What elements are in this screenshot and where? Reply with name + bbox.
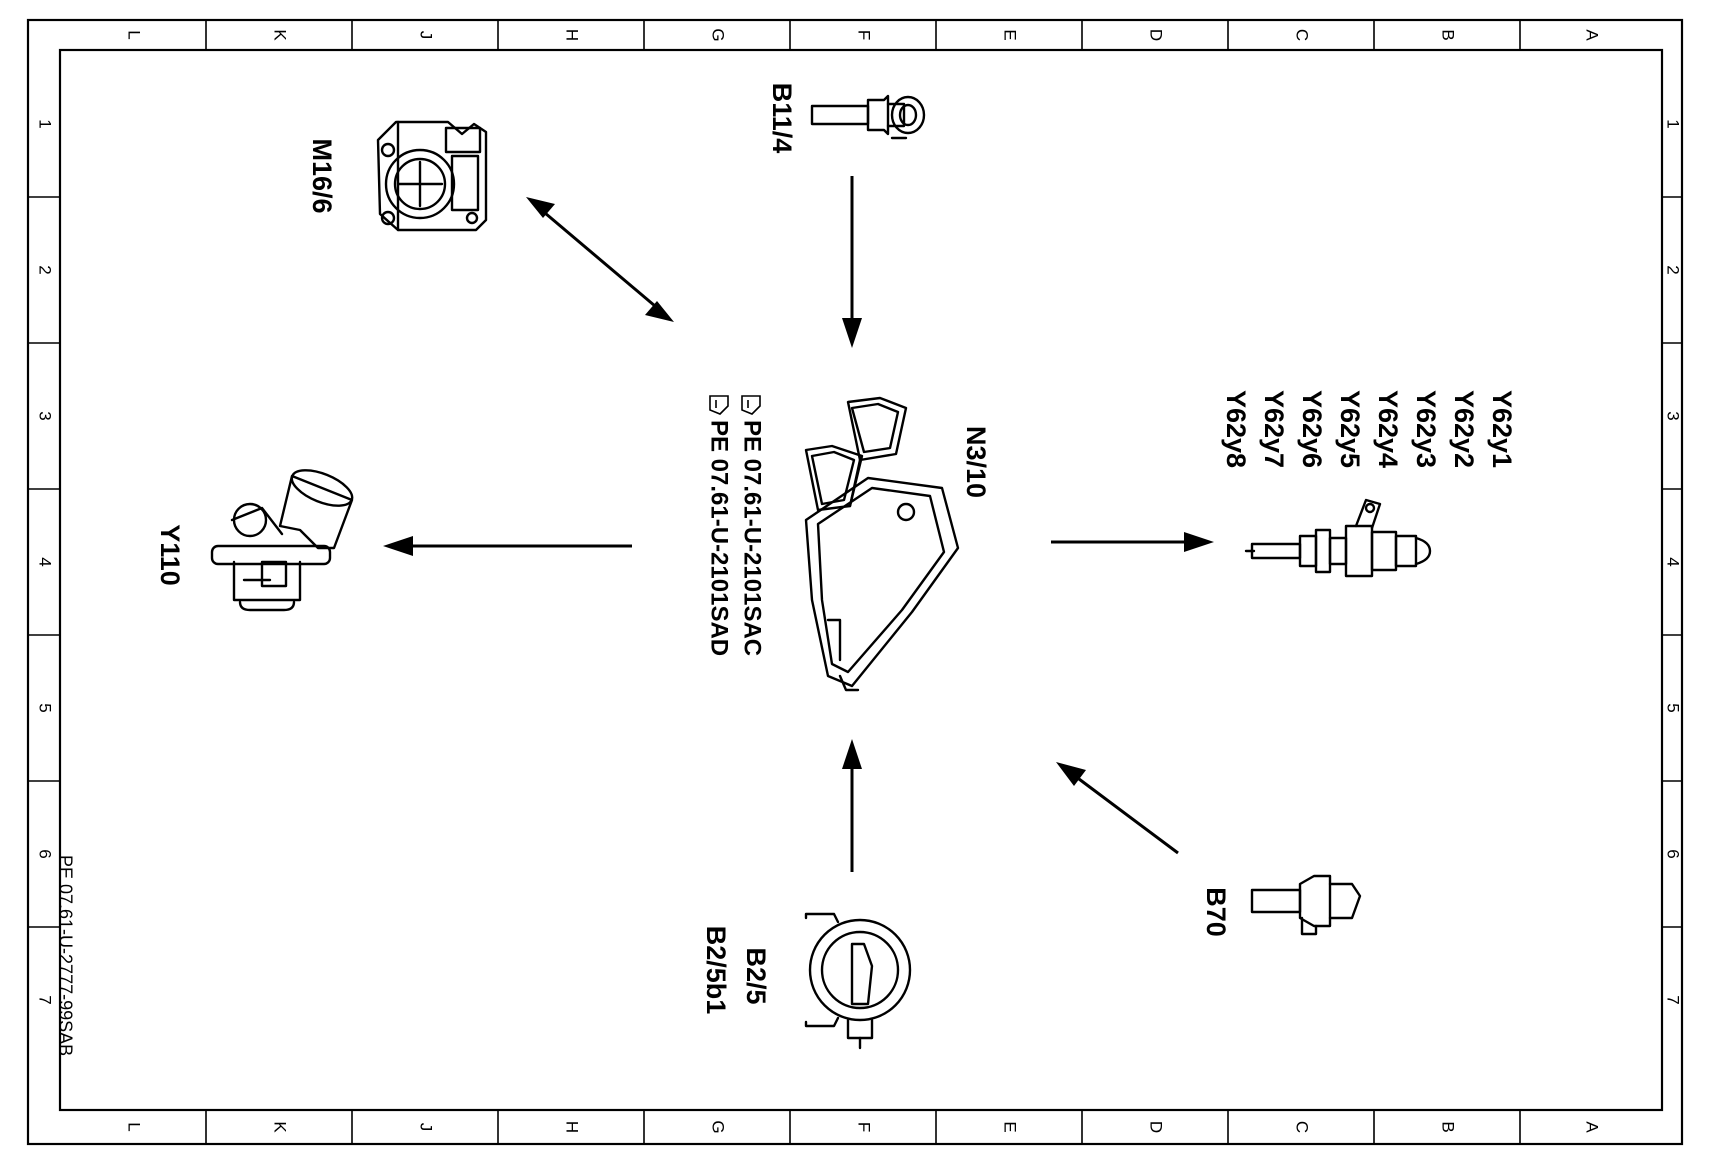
- injector-label: Y62y5: [1335, 390, 1365, 468]
- reference-text: PE 07.61-U-2101SAD: [706, 420, 733, 656]
- grid-number: 4: [1664, 557, 1683, 566]
- grid-number: 1: [1664, 119, 1683, 128]
- pedal-value-sensor[interactable]: B2/5 B2/5b1: [701, 912, 912, 1050]
- position-sensor-icon: [1250, 874, 1362, 936]
- grid-letter: L: [125, 30, 144, 39]
- grid-letters-top: L K J H G F E D C B A: [125, 28, 1602, 41]
- grid-number: 2: [1664, 265, 1683, 274]
- pointing-hand-icon: [709, 395, 729, 415]
- grid-number: 7: [36, 995, 55, 1004]
- arrow-throttle-to-control-unit: [526, 197, 674, 322]
- grid-letter: A: [1583, 1121, 1602, 1133]
- grid-letters-bottom: L K J H G F E D C B A: [125, 1120, 1602, 1133]
- grid-number: 1: [36, 119, 55, 128]
- grid-letter: D: [1147, 29, 1166, 41]
- pedal-sensor-sublabel: B2/5b1: [701, 926, 731, 1015]
- pointing-hand-icon: [741, 395, 761, 415]
- arrow-camshaft-sensor-to-control-unit: [1056, 762, 1179, 855]
- injector-label: Y62y4: [1373, 390, 1403, 468]
- fuel-injector-icon: [1244, 498, 1432, 578]
- grid-ticks: [28, 20, 1682, 1144]
- reference-text: PE 07.61-U-2101SAC: [739, 420, 766, 656]
- injector-label: Y62y7: [1259, 390, 1289, 468]
- fuel-injectors[interactable]: Y62y1 Y62y2 Y62y3 Y62y4 Y62y5 Y62y6 Y62y…: [1221, 390, 1517, 578]
- grid-number: 6: [36, 849, 55, 858]
- grid-number: 3: [1664, 411, 1683, 420]
- engine-control-unit[interactable]: N3/10: [804, 396, 991, 692]
- reference-list: PE 07.61-U-2101SAC PE 07.61-U-2101SAD: [706, 395, 766, 656]
- grid-letter: G: [709, 28, 728, 41]
- grid-letter: J: [417, 31, 436, 40]
- reference-item: PE 07.61-U-2101SAC: [739, 395, 766, 656]
- grid-letter: E: [1001, 29, 1020, 40]
- grid-letter: L: [125, 1122, 144, 1131]
- camshaft-sensor[interactable]: B70: [1201, 874, 1362, 937]
- grid-letter: F: [855, 1122, 874, 1132]
- pedal-sensor-icon: [804, 912, 912, 1050]
- control-unit-label: N3/10: [961, 426, 991, 498]
- grid-number: 5: [36, 703, 55, 712]
- grid-number: 2: [36, 265, 55, 274]
- signal-arrows: [383, 176, 1214, 872]
- grid-letter: F: [855, 30, 874, 40]
- grid-letter: E: [1001, 1121, 1020, 1132]
- injector-label: Y62y2: [1449, 390, 1479, 468]
- injector-label: Y62y6: [1297, 390, 1327, 468]
- grid-letter: H: [563, 1121, 582, 1133]
- arrow-pedal-sensor-to-control-unit: [842, 739, 862, 872]
- injector-label: Y62y1: [1487, 390, 1517, 468]
- grid-letter: B: [1439, 29, 1458, 40]
- coolant-temperature-sensor[interactable]: B11/4: [767, 83, 926, 154]
- grid-letter: C: [1293, 29, 1312, 41]
- coolant-sensor-label: B11/4: [767, 83, 797, 154]
- injector-label: Y62y8: [1221, 390, 1251, 468]
- grid-number: 4: [36, 557, 55, 566]
- reference-item: PE 07.61-U-2101SAD: [706, 395, 733, 656]
- grid-letter: J: [417, 1123, 436, 1132]
- grid-letter: G: [709, 1120, 728, 1133]
- thermostat-icon: [210, 469, 354, 612]
- control-unit-icon: [804, 396, 960, 692]
- outer-frame: [26, 18, 1684, 1146]
- throttle-body-icon: [376, 120, 488, 232]
- grid-letter: K: [271, 1121, 290, 1133]
- throttle-actuator[interactable]: M16/6: [307, 120, 488, 232]
- injector-label: Y62y3: [1411, 390, 1441, 468]
- grid-number: 5: [1664, 703, 1683, 712]
- inner-frame: [58, 48, 1664, 1112]
- grid-letter: H: [563, 29, 582, 41]
- pedal-sensor-label: B2/5: [741, 947, 771, 1004]
- grid-numbers-left: 1 2 3 4 5 6 7: [36, 119, 55, 1004]
- thermostat-label: Y110: [155, 524, 185, 586]
- arrow-control-unit-to-injectors: [1051, 532, 1214, 552]
- grid-number: 7: [1664, 995, 1683, 1004]
- arrow-control-unit-to-thermostat: [383, 536, 632, 556]
- grid-letter: A: [1583, 29, 1602, 41]
- grid-letter: C: [1293, 1121, 1312, 1133]
- camshaft-sensor-label: B70: [1201, 887, 1231, 937]
- injector-labels: Y62y1 Y62y2 Y62y3 Y62y4 Y62y5 Y62y6 Y62y…: [1221, 390, 1517, 468]
- arrow-coolant-sensor-to-control-unit: [842, 176, 862, 348]
- grid-letter: B: [1439, 1121, 1458, 1132]
- thermostat[interactable]: Y110: [155, 463, 357, 612]
- grid-letter: D: [1147, 1121, 1166, 1133]
- temperature-sensor-icon: [810, 94, 926, 140]
- grid-number: 6: [1664, 849, 1683, 858]
- grid-letter: K: [271, 29, 290, 41]
- grid-number: 3: [36, 411, 55, 420]
- grid-numbers-right: 1 2 3 4 5 6 7: [1664, 119, 1683, 1004]
- throttle-label: M16/6: [307, 138, 337, 213]
- document-reference: PE 07.61-U-2777-99SAB: [55, 855, 75, 1056]
